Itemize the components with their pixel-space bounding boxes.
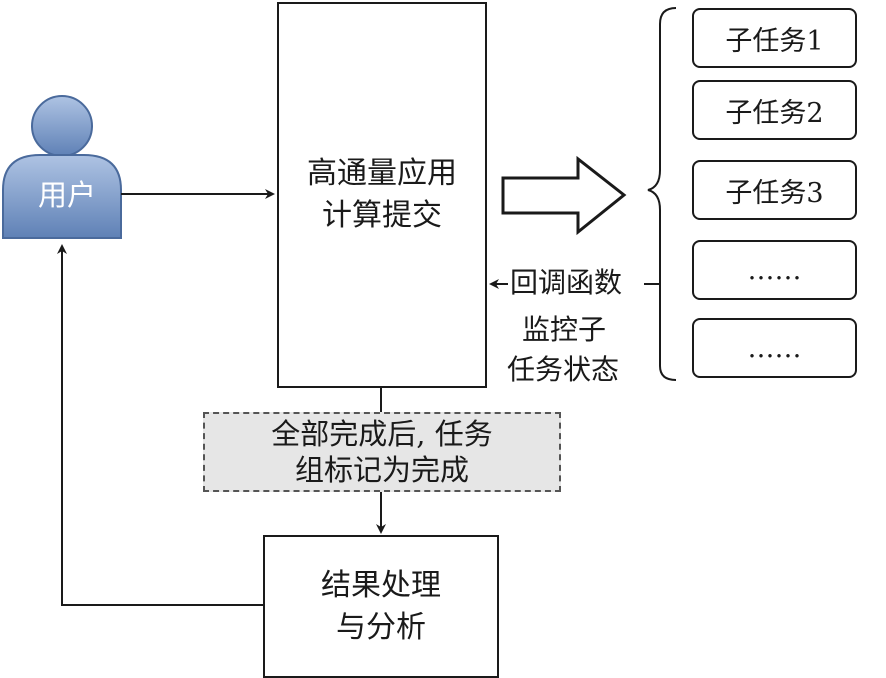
subtasks-brace (647, 7, 677, 381)
result-line-1: 结果处理 (321, 567, 441, 603)
subtask-1[interactable]: 子任务1 (692, 8, 857, 68)
subtask-3[interactable]: 子任务3 (692, 160, 857, 220)
submit-line-2: 计算提交 (322, 198, 442, 233)
note-line-1: 全部完成后, 任务 (271, 417, 493, 451)
monitor-label-2: 任务状态 (507, 353, 620, 386)
submit-line-1: 高通量应用 (307, 156, 457, 191)
subtask-4[interactable]: …… (692, 240, 857, 300)
monitor-label-1: 监控子 (522, 313, 607, 346)
arrow-result-to-user (57, 244, 263, 606)
callback-label: 回调函数 (510, 263, 623, 303)
user-icon (1, 95, 122, 239)
completion-note: 全部完成后, 任务 组标记为完成 (203, 412, 561, 492)
result-line-2: 与分析 (336, 609, 426, 645)
subtask-5[interactable]: …… (692, 318, 857, 378)
note-line-2: 组标记为完成 (294, 453, 469, 487)
user-label: 用户 (37, 178, 96, 212)
dispatch-arrow (501, 155, 627, 236)
result-box[interactable]: 结果处理 与分析 (263, 535, 499, 678)
subtask-2[interactable]: 子任务2 (692, 80, 857, 140)
submit-box[interactable]: 高通量应用 计算提交 (277, 2, 487, 388)
